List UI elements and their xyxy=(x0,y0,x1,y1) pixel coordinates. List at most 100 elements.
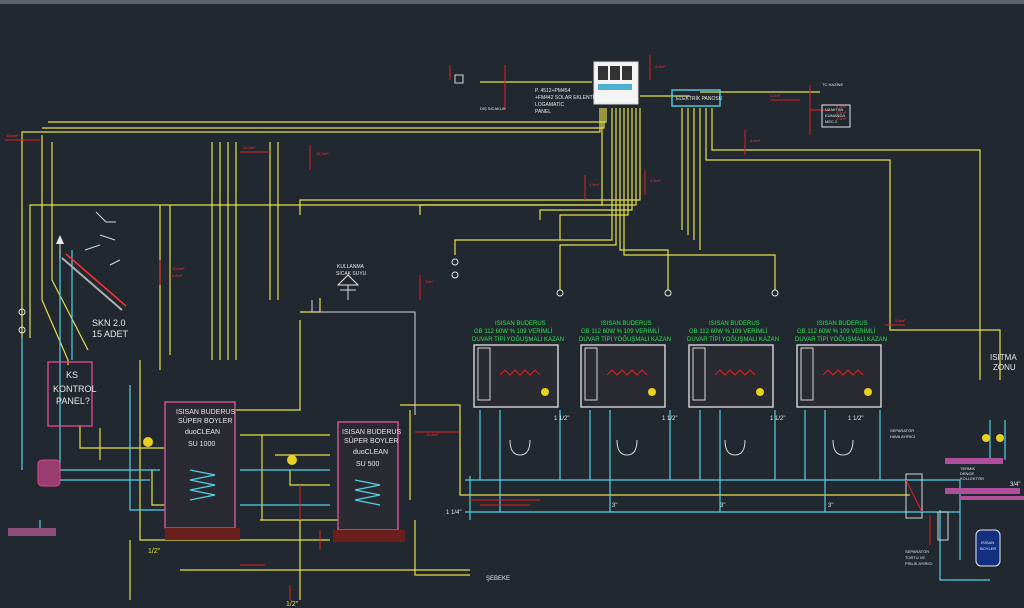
logamatic-panel[interactable] xyxy=(593,61,639,105)
network-label: ŞEBEKE xyxy=(486,576,510,582)
heating-zone-line-2: ZONU xyxy=(993,363,1016,372)
svg-text:36,6m²: 36,6m² xyxy=(6,133,19,138)
svg-text:10,8m²: 10,8m² xyxy=(172,266,185,271)
dirt-separator-label-3: PİSLİK AYIRICI xyxy=(905,561,933,566)
temperature-sensors xyxy=(18,258,779,465)
water-piping xyxy=(21,250,1006,581)
manifold-bars xyxy=(945,458,1024,500)
remote-control[interactable] xyxy=(821,104,851,128)
expansion-tank-left[interactable] xyxy=(37,459,61,487)
dirt-separator-label-2: TORTU VE xyxy=(905,555,925,560)
zone-pumps xyxy=(982,434,1004,442)
manifold-label-2: DENGE xyxy=(960,471,975,476)
boiler-pumps xyxy=(509,388,872,456)
boiler-expansion-label-1: ISISAN xyxy=(981,540,994,545)
hydraulic-separator[interactable] xyxy=(905,473,949,541)
tank-su-1000[interactable] xyxy=(164,401,240,540)
svg-text:5,8m²: 5,8m² xyxy=(895,318,906,323)
floor-drain xyxy=(8,528,56,536)
boiler-2-line-3: DUVAR TİPİ YOĞUŞMALI KAZAN xyxy=(579,336,671,343)
solar-panel-label-1: P. 4512+PM454 xyxy=(535,88,571,94)
outside-sensor-label: DIŞ SICAKLIK xyxy=(480,106,506,111)
ks-control-panel[interactable] xyxy=(47,361,93,427)
tank-su-500[interactable] xyxy=(333,421,405,542)
solar-panel-label-3: LOGAMATİC xyxy=(535,101,564,108)
dirt-separator-label-1: SEPARATÖR xyxy=(905,549,929,554)
remote-label-1: UZAKTAN xyxy=(825,107,843,112)
svg-text:11m²: 11m² xyxy=(425,279,434,284)
tank-1000-line-4: SU 1000 xyxy=(188,441,215,448)
boiler-3[interactable] xyxy=(688,344,774,408)
tank-1000-line-1: ISISAN BUDERUS xyxy=(176,409,235,416)
solar-panel-label-2: +FM442 SOLAR EKLENTİ xyxy=(535,94,594,101)
manifold-label-1: TERMİK xyxy=(960,466,975,471)
control-wiring xyxy=(21,81,1001,600)
pipe-size-label: 1 1/2" xyxy=(848,416,863,422)
pipe-size-label: 1 1/2" xyxy=(770,416,785,422)
boiler-2-line-1: ISISAN BUDERUS xyxy=(601,321,652,327)
pipe-size-label: 1/2" xyxy=(286,601,299,608)
pipe-size-label: 1 1/2" xyxy=(554,416,569,422)
solar-panel-label-4: PANEL xyxy=(535,109,551,115)
heating-zone-line-1: ISITMA xyxy=(990,353,1017,362)
svg-text:4,5m²: 4,5m² xyxy=(770,93,781,98)
separator-label-1: SEPARATÖR xyxy=(890,428,914,433)
boiler-expansion-tank[interactable] xyxy=(975,529,1001,567)
svg-text:15,5m²: 15,5m² xyxy=(316,151,329,156)
svg-text:6,8m²: 6,8m² xyxy=(172,273,183,278)
boiler-4-line-3: DUVAR TİPİ YOĞUŞMALI KAZAN xyxy=(795,336,887,343)
boiler-3-line-1: ISISAN BUDERUS xyxy=(709,321,760,327)
tank-500-line-1: ISISAN BUDERUS xyxy=(342,429,401,436)
boiler-2[interactable] xyxy=(580,344,666,408)
annotations: 36,6m² 12,5m² 15,5m² 10,8m² 6,8m² 11m² 4… xyxy=(5,55,931,600)
pipe-size-label: 1/2" xyxy=(148,548,161,555)
pipe-size-label: 1 1/4" xyxy=(446,510,461,516)
sensor-label: TC HAZİNE xyxy=(822,82,843,87)
solar-collector-label-2: 15 ADET xyxy=(92,329,129,339)
control-panel-title-1: KS xyxy=(66,370,78,380)
boiler-4[interactable] xyxy=(796,344,882,408)
pipe-size-label: 3" xyxy=(720,503,725,509)
separator-label-2: HAVA AYIRICI xyxy=(890,434,915,439)
electric-panel-label: ELEKTRİK PANOSU xyxy=(676,95,723,102)
pipe-size-label: 3/4" xyxy=(1010,482,1020,488)
svg-text:4,5m²: 4,5m² xyxy=(836,116,847,121)
solar-collector xyxy=(56,211,127,311)
svg-text:10,8m²: 10,8m² xyxy=(426,432,439,437)
tank-500-line-3: duoCLEAN xyxy=(353,449,388,456)
boiler-1-line-2: GB 112 60W % 109 VERİMLİ xyxy=(474,328,553,335)
remote-label-3: MEC 2 xyxy=(825,119,838,124)
boiler-4-line-2: GB 112 60W % 109 VERİMLİ xyxy=(797,328,876,335)
boiler-2-line-2: GB 112 60W % 109 VERİMLİ xyxy=(581,328,660,335)
tank-1000-line-2: SÜPER BOYLER xyxy=(178,417,232,425)
control-panel-title-2: KONTROL xyxy=(53,384,97,394)
svg-text:4,5m²: 4,5m² xyxy=(589,182,600,187)
boiler-3-line-3: DUVAR TİPİ YOĞUŞMALI KAZAN xyxy=(687,336,779,343)
pipe-size-label: 3" xyxy=(828,503,833,509)
boiler-1-line-1: ISISAN BUDERUS xyxy=(495,321,546,327)
svg-text:12,5m²: 12,5m² xyxy=(243,145,256,150)
boiler-1[interactable] xyxy=(473,344,559,408)
pipe-size-label: 1 1/2" xyxy=(662,416,677,422)
manifold-label-3: KOLLEKTÖR xyxy=(960,476,984,481)
boiler-4-line-1: ISISAN BUDERUS xyxy=(817,321,868,327)
control-panel-title-3: PANEL? xyxy=(56,396,90,406)
boiler-1-line-3: DUVAR TİPİ YOĞUŞMALI KAZAN xyxy=(472,336,564,343)
svg-text:4,5m²: 4,5m² xyxy=(750,138,761,143)
electric-panel[interactable] xyxy=(671,89,721,107)
pipe-size-label: 3" xyxy=(612,503,617,509)
solar-collector-label-1: SKN 2.0 xyxy=(92,318,126,328)
remote-label-2: KUMANDA xyxy=(825,113,845,118)
boiler-3-line-2: GB 112 60W % 109 VERİMLİ xyxy=(689,328,768,335)
viewport-top-edge xyxy=(0,0,1024,4)
usage-water-label-2: SICAK SUYU xyxy=(336,271,367,277)
shower-outlet xyxy=(336,274,360,300)
tank-500-line-2: SÜPER BOYLER xyxy=(344,437,398,445)
tank-500-line-4: SU 500 xyxy=(356,461,379,468)
svg-text:4,5m²: 4,5m² xyxy=(650,178,661,183)
usage-water-label-1: KULLANMA xyxy=(337,264,365,270)
svg-text:4,5m²: 4,5m² xyxy=(836,110,847,115)
boiler-expansion-label-2: BOYLER xyxy=(980,546,996,551)
